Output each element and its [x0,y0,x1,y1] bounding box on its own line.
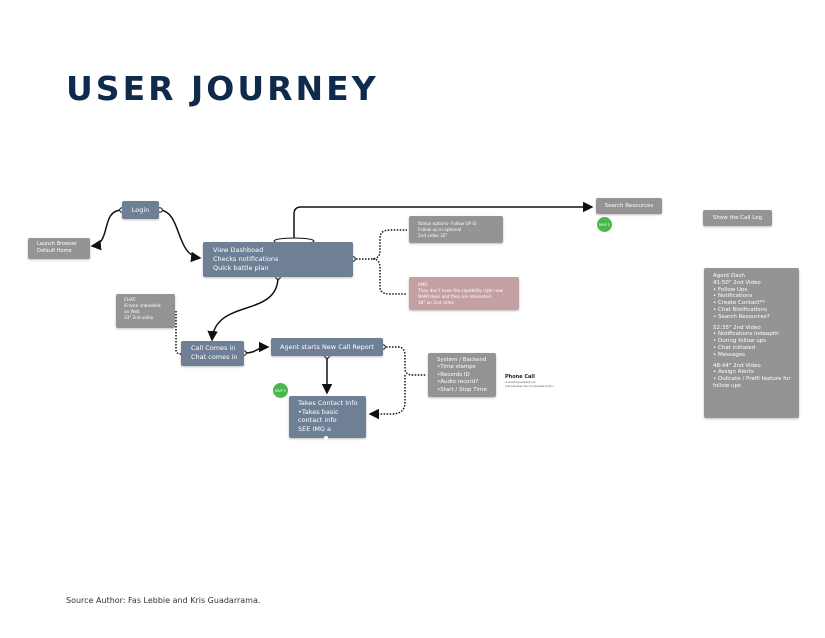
connector-login-launch [90,209,123,251]
dashboard-node[interactable]: View Dashboad Checks notifications Quick… [203,242,353,277]
phone-call-notes: ⊕ shared.preview/t.co/r j.wd.preview/ he… [505,381,554,389]
phone-call-title: Phone Call [505,374,535,380]
sms-line: They don't have the capability right now [418,288,503,293]
sms-line: NAMI does and they are interested. [418,294,493,299]
agent-dash-line: • Notifications indeapth [713,331,779,338]
system-line: •Audio record? [437,379,479,386]
system-line: System / Backend [437,357,487,363]
search-resources-label: Search Resources [604,203,654,209]
search-resources-node[interactable]: Search Resources [596,198,662,214]
login-label: Login [131,206,150,214]
agent-dash-line: • During follow ups [713,338,767,345]
phone-call-note: j.wd.preview/ hes.co.r.preview.1/s.tt.c [505,384,554,388]
contact-line: contact info [298,416,337,425]
agent-dash-line: • Search Resources? [713,313,770,320]
chat-line: on Web [124,309,140,314]
call-comes-in-node[interactable]: Call Comes in Chat comes in [181,341,244,366]
mvp-badge-contact: MVP 1 [273,383,288,398]
agent-dash-line: • Notifications [713,293,753,300]
agent-report-label: Agent starts New Call Report [280,343,374,351]
status-line: Follow up in optional [418,227,462,232]
sms-node[interactable]: SMS: They don't have the capability righ… [409,277,519,310]
contact-info-node[interactable]: Takes Contact Info •Takes basic contact … [289,396,366,440]
sms-line: 38" on 2nd video [418,300,454,305]
system-backend-node[interactable]: System / Backend •Time stamps •Records I… [428,353,496,397]
page-title: USER JOURNEY [66,69,379,108]
agent-dash-line: • Messages [713,351,745,358]
login-node[interactable]: Login [122,201,159,219]
contact-line: SEE IMG a [298,424,332,433]
launch-browser-node[interactable]: Launch Browser Default Home [28,238,90,259]
chat-line: iFrame imbedded [124,303,161,308]
agent-dash-line: 41:50" 2nd Video [713,279,761,286]
connector-login-dashboard [159,209,202,263]
connector-chat-call [175,311,182,355]
connector-dashboard-search [293,201,594,241]
phone-call-note: ⊕ shared.preview/t.co/r [505,381,536,384]
system-line: •Time stamps [437,364,476,371]
system-line: •Records ID [437,371,470,378]
agent-dash-line: 48:44" 2nd Video [713,362,761,369]
agent-dash-node[interactable]: Agent Dash 41:50" 2nd Video • Follow Ups… [704,268,799,418]
contact-dot [324,436,328,440]
agent-dash-line: • Create Contact** [713,300,765,307]
show-call-log-label: Show the Call Log [712,215,763,221]
status-line: 2nd video 32" [418,233,448,238]
connector-system-contact [368,375,406,420]
agent-report-node[interactable]: Agent starts New Call Report [271,338,383,356]
connector-dashboard-sms [372,258,407,295]
dashboard-line: Checks notifications [213,255,279,263]
agent-dash-line: Agent Dash [713,273,745,279]
contact-line: •Takes basic [298,407,339,416]
call-line: Call Comes in [191,344,236,352]
connector-dashboard-status [353,229,407,260]
chat-node[interactable]: CHAT: iFrame imbedded on Web 33" 2nd vid… [116,294,175,328]
status-line: Status options- Follow UP Ui [418,221,477,226]
agent-dash-line: • Assign Alerts [713,369,754,376]
source-author: Source Author: Fas Lebbie and Kris Guada… [66,596,261,605]
agent-dash-line: • Follow Ups [713,286,748,293]
dashboard-line: Quick battle plan [213,264,269,272]
sms-line: SMS: [418,282,429,287]
dashboard-line: View Dashboad [213,246,264,254]
show-call-log-node[interactable]: Show the Call Log [703,210,772,226]
connector-call-agent [243,341,270,354]
agent-dash-line: 52:35" 2nd Video [713,324,761,331]
mvp-badge-search: MVP 1 [597,217,612,232]
status-options-node[interactable]: Status options- Follow UP Ui Follow up i… [409,216,503,243]
agent-dash-line: • Chat Notifications [713,306,768,313]
contact-line: Takes Contact Info [298,399,358,407]
system-line: •Start / Stop Time [437,386,487,393]
agent-dash-line: • Dulicate / Prefil feature for [713,376,791,383]
chat-line: 33" 2nd video [124,315,154,320]
agent-dash-line: follow ups [713,382,741,389]
call-line: Chat comes in [191,353,238,361]
launch-line: Launch Browser [37,241,77,247]
connector-agent-system [383,346,426,376]
connector-dashboard-call [207,276,279,342]
agent-dash-line: • Chat initiated [713,344,756,351]
chat-line: CHAT: [124,297,137,302]
launch-line: Default Home [37,248,72,254]
